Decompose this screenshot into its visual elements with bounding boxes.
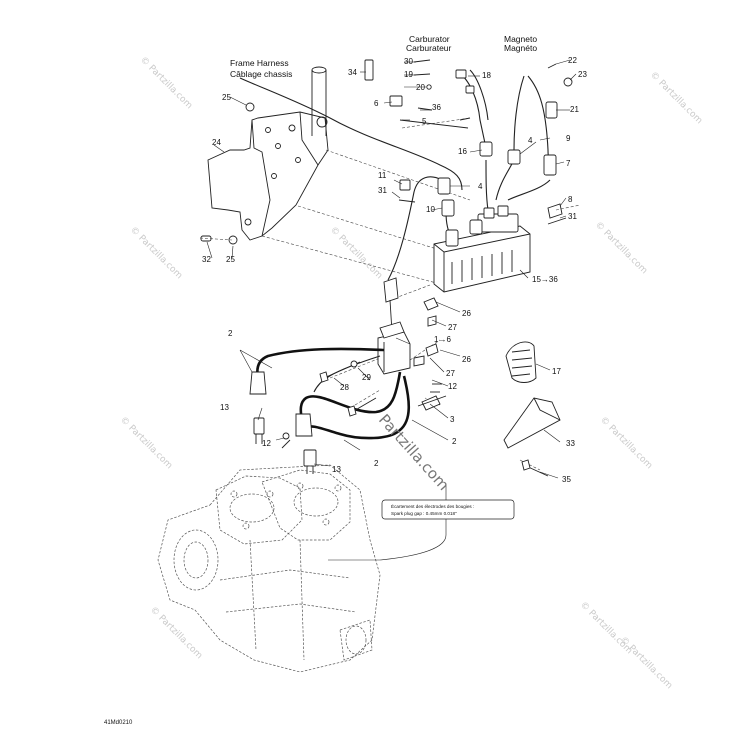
frame-harness-cable: [239, 77, 463, 191]
carburator-label: Carburator: [409, 34, 450, 44]
callout: 6: [374, 99, 379, 108]
callout: 10: [426, 205, 435, 214]
callout: 2: [452, 437, 457, 446]
multi-pin-plug: [505, 341, 537, 383]
callout: 17: [552, 367, 561, 376]
spark-plug-gap-note: Écartement des électrodes des bougies : …: [328, 485, 515, 561]
callout: 4: [478, 182, 483, 191]
spacers: [413, 297, 439, 367]
callout: 2: [374, 459, 379, 468]
frame-harness-label-fr: Câblage chassis: [230, 69, 292, 79]
callout: 2: [228, 329, 233, 338]
ignition-coil: [377, 277, 411, 375]
watermark: © Partzilla.com: [618, 635, 674, 691]
callout: 8: [568, 195, 573, 204]
callout: 3: [450, 415, 455, 424]
note-box: [381, 499, 515, 520]
callout: 35: [562, 475, 571, 484]
callout: 27: [446, 369, 455, 378]
callout: 36: [432, 103, 441, 112]
callout: 22: [568, 56, 577, 65]
callout: 12: [262, 439, 271, 448]
callout: 34: [348, 68, 357, 77]
callout: 25: [222, 93, 231, 102]
carburator-label-fr: Carburateur: [406, 43, 452, 53]
watermark: © Partzilla.com: [138, 55, 194, 111]
watermark: © Partzilla.com: [148, 605, 204, 661]
callout: 23: [578, 70, 587, 79]
frame-bracket: [207, 66, 329, 241]
callout: 26: [462, 309, 471, 318]
callout: 31: [568, 212, 577, 221]
callout: 11: [378, 171, 387, 180]
callout: 16: [458, 147, 467, 156]
callout: 32: [202, 255, 211, 264]
callout: 20: [416, 83, 425, 92]
callout: 33: [566, 439, 575, 448]
callout: 25: [226, 255, 235, 264]
callout: 29: [362, 373, 371, 382]
leader-lines: [206, 59, 577, 479]
callout: 18: [482, 71, 491, 80]
callout: 26: [462, 355, 471, 364]
callout: 28: [340, 383, 349, 392]
callout: 21: [570, 105, 579, 114]
callout: 13: [332, 465, 341, 474]
callout: 24: [212, 138, 221, 147]
small-pins: [398, 59, 567, 225]
watermark: © Partzilla.com: [593, 220, 649, 276]
callout: 30: [404, 57, 413, 66]
mounting-bolts: [319, 360, 447, 417]
callout: 27: [448, 323, 457, 332]
callout: 31: [378, 186, 387, 195]
watermark: © Partzilla.com: [128, 225, 184, 281]
callout: 4: [528, 136, 533, 145]
drawing-code: 41Md0210: [104, 720, 133, 726]
watermark: © Partzilla.com: [598, 415, 654, 471]
callout: 7: [566, 159, 571, 168]
cdi-module: [433, 205, 531, 293]
callout: 12: [448, 382, 457, 391]
note-line-2: Spark plug gap : 0.45mm 0.018": [391, 511, 457, 516]
background-watermarks: © Partzilla.com © Partzilla.com © Partzi…: [118, 55, 704, 691]
center-watermark: Partzilla.com: [375, 411, 453, 494]
engine-block: [157, 464, 381, 673]
magneto-label: Magneto: [504, 34, 537, 44]
callout: 15→36: [532, 275, 558, 284]
callout-numbers: 34 30 19 20 18 6 36 5 16 4 4 11 31 10 22…: [202, 56, 587, 484]
callout: 19: [404, 70, 413, 79]
watermark: © Partzilla.com: [118, 415, 174, 471]
callout: 9: [566, 134, 571, 143]
callout: 5: [422, 117, 427, 126]
spark-plugs: [249, 371, 317, 474]
page-frame: [97, 17, 659, 733]
frame-harness-label: Frame Harness: [230, 58, 289, 68]
magneto-label-fr: Magnéto: [504, 43, 537, 53]
callout: 13: [220, 403, 229, 412]
note-line-1: Écartement des électrodes des bougies :: [391, 503, 474, 509]
watermark: © Partzilla.com: [648, 70, 704, 126]
cover-plate: [503, 397, 561, 477]
connector-plugs: [364, 59, 573, 219]
watermark: © Partzilla.com: [328, 225, 384, 281]
spark-plug-wires: [256, 347, 411, 440]
callout: 1→6: [434, 335, 451, 344]
